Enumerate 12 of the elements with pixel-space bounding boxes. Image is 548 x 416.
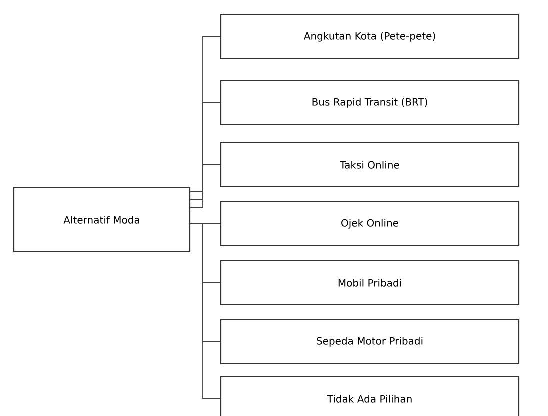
option-box: Taksi Online — [220, 142, 520, 188]
connector — [190, 224, 221, 400]
option-box: Sepeda Motor Pribadi — [220, 319, 520, 365]
connector — [190, 164, 221, 208]
option-box: Bus Rapid Transit (BRT) — [220, 80, 520, 126]
root-box: Alternatif Moda — [13, 187, 191, 253]
option-box: Angkutan Kota (Pete-pete) — [220, 14, 520, 60]
connector — [190, 102, 221, 200]
option-box: Mobil Pribadi — [220, 260, 520, 306]
option-box: Ojek Online — [220, 201, 520, 247]
option-box: Tidak Ada Pilihan — [220, 376, 520, 416]
connector — [190, 36, 221, 192]
